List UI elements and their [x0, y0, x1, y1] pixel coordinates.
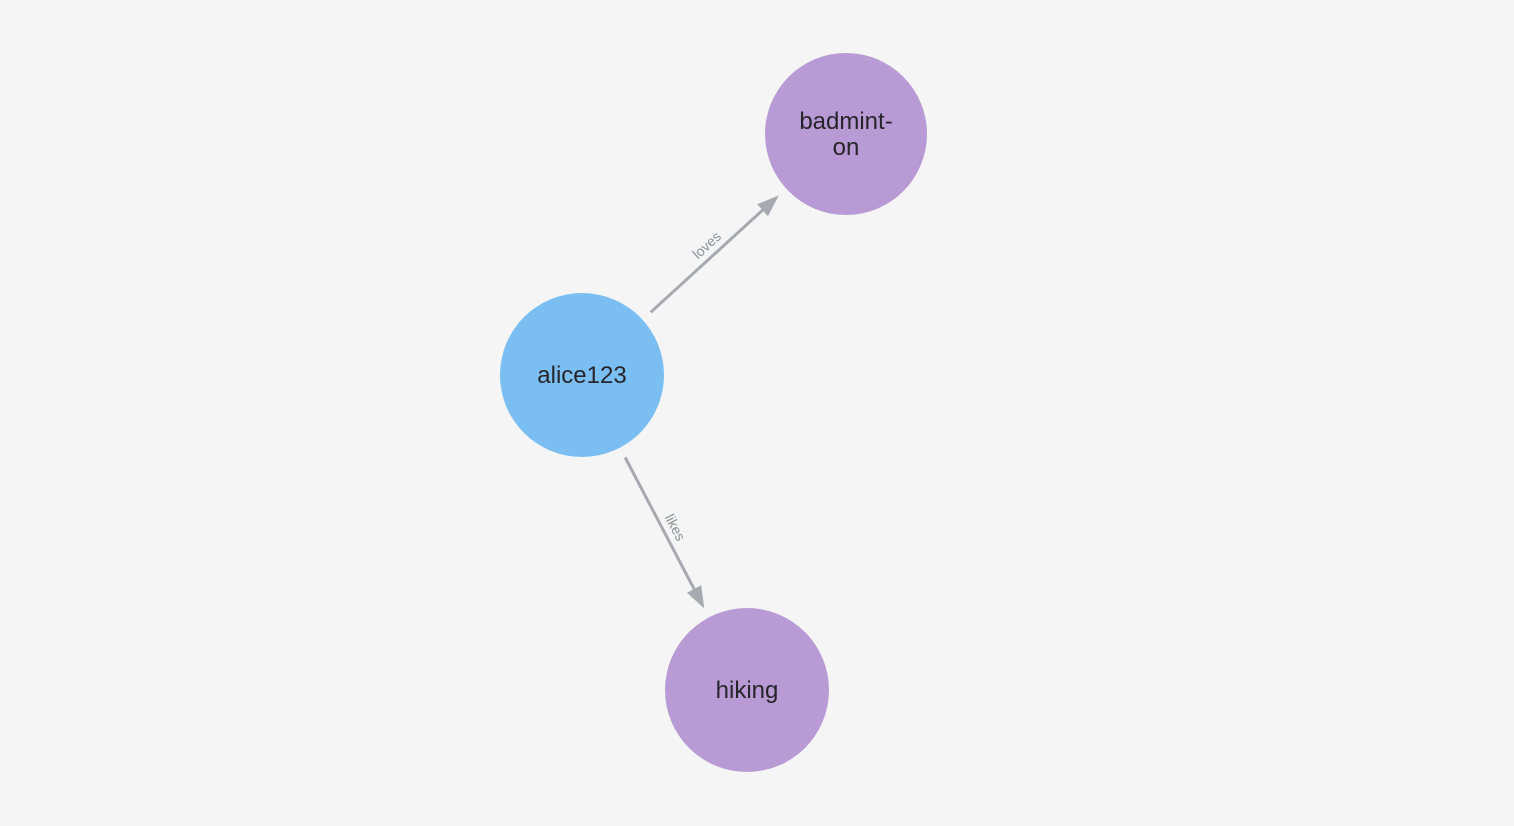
nodes-layer: alice123 badmint-on hiking: [500, 53, 927, 772]
edge-label-likes: likes: [662, 511, 689, 543]
node-hiking[interactable]: hiking: [665, 608, 829, 772]
edge-loves[interactable]: loves: [649, 195, 779, 314]
edge-likes[interactable]: likes: [623, 456, 705, 609]
node-badminton[interactable]: badmint-on: [765, 53, 927, 215]
edge-line: [623, 456, 698, 594]
node-circle-alice123[interactable]: [500, 293, 664, 457]
node-circle-hiking[interactable]: [665, 608, 829, 772]
arrowhead-icon: [687, 585, 705, 609]
arrowhead-icon: [757, 195, 779, 217]
node-alice123[interactable]: alice123: [500, 293, 664, 457]
edge-line: [649, 206, 767, 314]
node-circle-badminton[interactable]: [765, 53, 927, 215]
edge-label-loves: loves: [689, 228, 724, 262]
